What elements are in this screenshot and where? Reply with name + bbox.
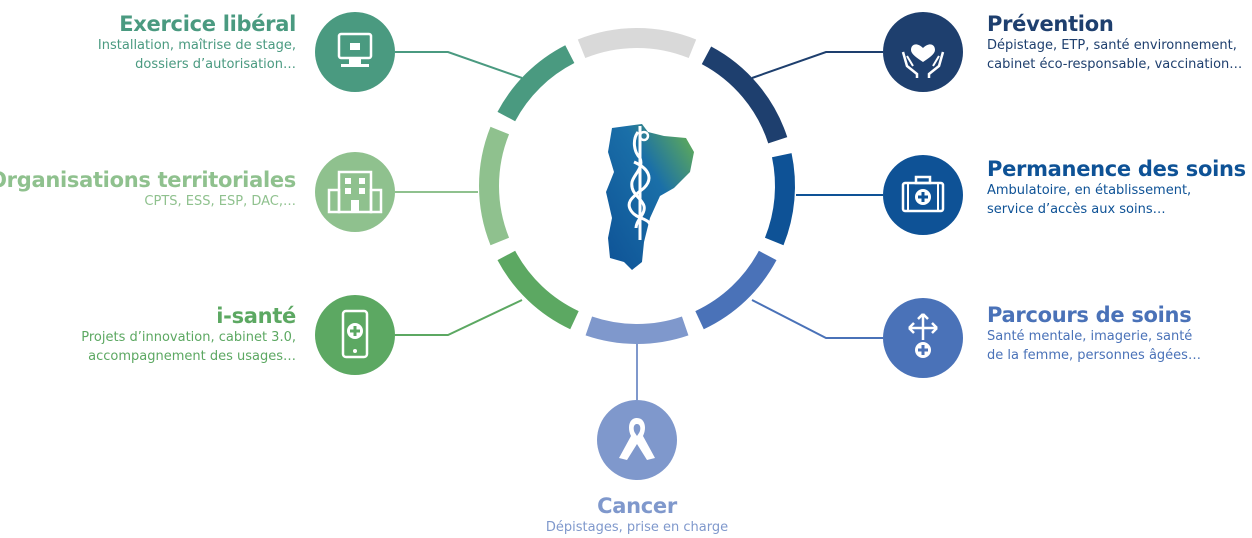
ring-segment-exercice <box>497 45 575 122</box>
i-sante-title: i-santé <box>216 304 296 328</box>
permanence-des-soins-desc-1: Ambulatoire, en établissement, <box>987 183 1192 198</box>
i-sante-block: i-santé Projets d’innovation, cabinet 3.… <box>81 304 296 366</box>
hands-heart-icon <box>901 44 945 78</box>
exercice-liberal-title: Exercice libéral <box>119 12 296 36</box>
ring-segment-organisations <box>479 126 510 246</box>
smartphone-health-icon <box>341 309 369 359</box>
exercice-liberal-desc-2: dossiers d’autorisation… <box>135 57 296 72</box>
monitor-icon <box>337 32 373 67</box>
exercice-liberal-desc-1: Installation, maîtrise de stage, <box>97 38 296 53</box>
parcours-de-soins-desc-2: de la femme, personnes âgées… <box>987 348 1201 363</box>
medical-kit-icon <box>901 175 945 213</box>
connector-parcours <box>751 299 883 339</box>
cancer-desc-1: Dépistages, prise en charge <box>545 520 729 535</box>
cancer-block: Cancer Dépistages, prise en charge <box>437 494 837 537</box>
ring-segment-cancer <box>585 316 689 344</box>
ribbon-icon <box>619 418 655 460</box>
exercice-liberal-block: Exercice libéral Installation, maîtrise … <box>98 12 296 74</box>
parcours-de-soins-desc-1: Santé mentale, imagerie, santé <box>987 329 1193 344</box>
arrows-health-icon <box>908 313 938 358</box>
organisations-territoriales-desc-1: CPTS, ESS, ESP, DAC,… <box>144 194 296 209</box>
prevention-desc-1: Dépistage, ETP, santé environnement, <box>987 38 1237 53</box>
connector-isante <box>395 299 523 336</box>
caduceus-map-logo <box>606 124 694 270</box>
i-sante-desc-1: Projets d’innovation, cabinet 3.0, <box>81 330 296 345</box>
cancer-circle[interactable] <box>597 400 677 480</box>
organisations-territoriales-block: Organisations territoriales CPTS, ESS, E… <box>0 168 296 211</box>
permanence-des-soins-circle[interactable] <box>883 155 963 235</box>
ring-segment-parcours <box>695 250 777 330</box>
building-icon <box>327 170 383 214</box>
connector-lines <box>395 51 883 400</box>
prevention-title: Prévention <box>987 12 1114 36</box>
cancer-title: Cancer <box>597 494 677 518</box>
connector-prevention <box>751 51 883 79</box>
parcours-de-soins-circle[interactable] <box>883 298 963 378</box>
i-sante-circle[interactable] <box>315 295 395 375</box>
organisations-territoriales-circle[interactable] <box>315 152 395 232</box>
prevention-circle[interactable] <box>883 12 963 92</box>
connector-exercice <box>395 51 523 79</box>
exercice-liberal-circle[interactable] <box>315 12 395 92</box>
prevention-block: Prévention Dépistage, ETP, santé environ… <box>987 12 1242 74</box>
organisations-territoriales-title: Organisations territoriales <box>0 168 296 192</box>
permanence-des-soins-desc-2: service d’accès aux soins… <box>987 202 1166 217</box>
ring-segment-top <box>577 28 697 59</box>
parcours-de-soins-title: Parcours de soins <box>987 303 1192 327</box>
permanence-des-soins-block: Permanence des soins Ambulatoire, en éta… <box>987 157 1246 219</box>
parcours-de-soins-block: Parcours de soins Santé mentale, imageri… <box>987 303 1201 365</box>
ring-segment-prevention <box>701 46 788 144</box>
i-sante-desc-2: accompagnement des usages… <box>88 349 296 364</box>
ring-segment-isante <box>497 250 579 330</box>
prevention-desc-2: cabinet éco-responsable, vaccination… <box>987 57 1243 72</box>
ring-segment-permanence <box>764 153 795 246</box>
permanence-des-soins-title: Permanence des soins <box>987 157 1246 181</box>
